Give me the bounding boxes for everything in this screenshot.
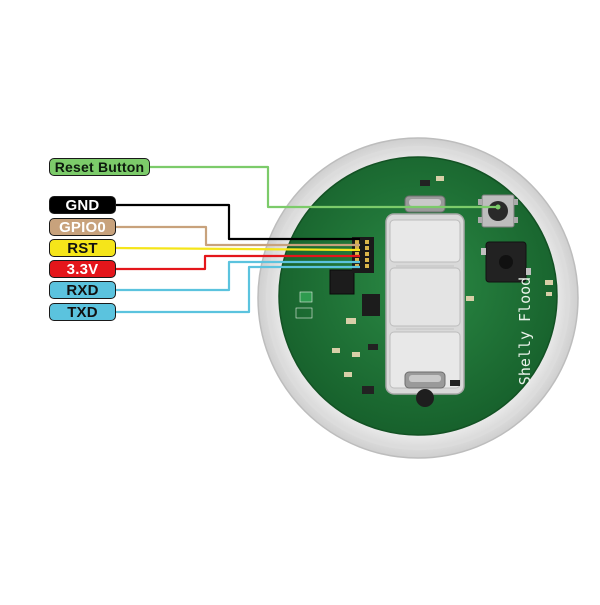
wire-gnd	[116, 203, 360, 241]
reset-button-component	[478, 194, 518, 228]
sensor-chip	[362, 294, 380, 316]
board-silkscreen-label: Shelly Flood	[516, 276, 534, 386]
pin-label-rxd: RXD	[49, 281, 116, 299]
reset-wire-end	[495, 204, 501, 210]
buzzer-component	[481, 241, 531, 283]
pin-label-reset-button: Reset Button	[49, 158, 150, 176]
pin-label-rst: RST	[49, 239, 116, 257]
battery-clip-bottom	[404, 371, 446, 407]
pin-label-txd: TXD	[49, 303, 116, 321]
wire-gpio0	[116, 225, 360, 247]
pin-label-gnd: GND	[49, 196, 116, 214]
wire-reset	[150, 165, 498, 209]
battery-holder	[385, 213, 465, 395]
wire-rxd	[116, 260, 360, 292]
battery-clip-top	[404, 195, 446, 213]
wire-rst	[115, 246, 361, 252]
wire-txd	[116, 265, 360, 314]
wire-v33	[116, 254, 360, 271]
pin-label-3v3: 3.3V	[49, 260, 116, 278]
wires	[115, 165, 498, 314]
wifi-chip	[329, 269, 355, 295]
pin-label-gpio0: GPIO0	[49, 218, 116, 236]
